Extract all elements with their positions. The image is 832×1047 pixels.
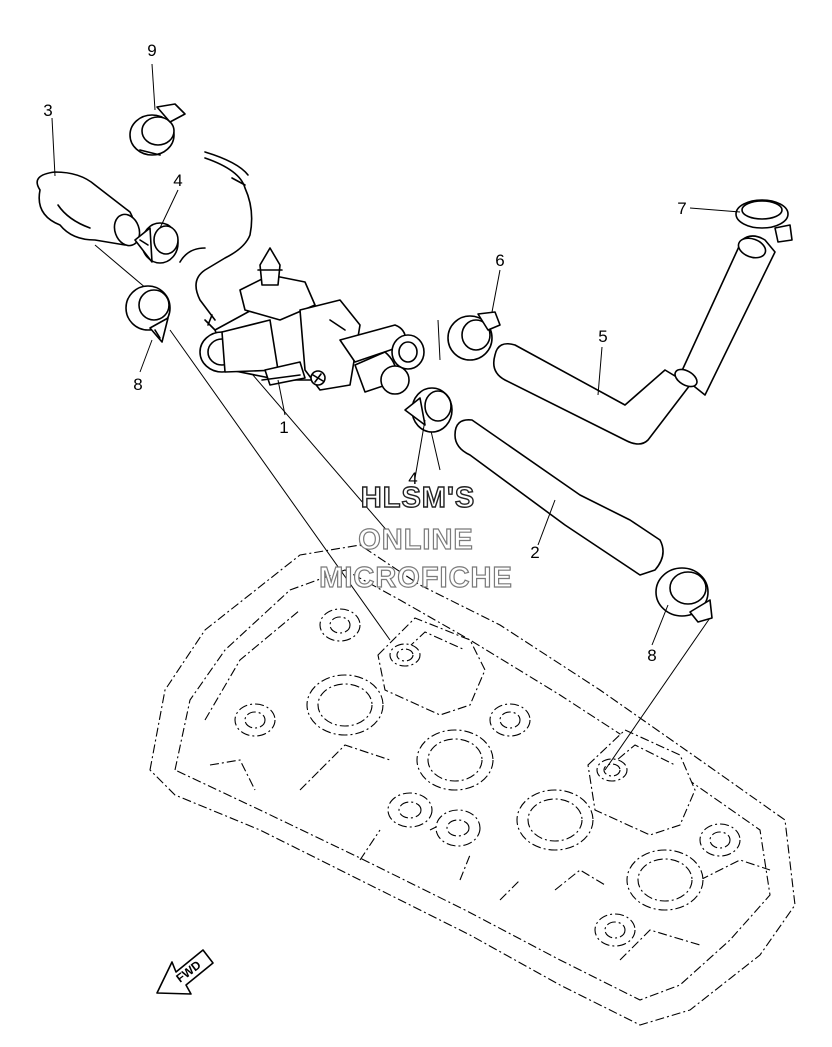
- callout-7: 7: [677, 199, 686, 218]
- callout-8-right: 8: [647, 646, 656, 665]
- clamp-8-right: [655, 567, 713, 623]
- reed-valve-assembly-1: [199, 247, 425, 395]
- clamp-7: [735, 199, 793, 243]
- watermark-line-2: ONLINE: [358, 524, 474, 556]
- clamp-6: [447, 311, 501, 361]
- watermark: HLSM'S ONLINE MICROFICHE: [319, 481, 513, 594]
- callout-5: 5: [598, 327, 607, 346]
- callout-9: 9: [147, 41, 156, 60]
- callout-4-lower: 4: [408, 469, 417, 488]
- callout-1: 1: [279, 418, 288, 437]
- clamp-4-upper: [134, 222, 179, 264]
- clamp-9: [129, 103, 186, 156]
- callout-3: 3: [43, 101, 52, 120]
- hose-3: [36, 171, 141, 247]
- vacuum-line: [179, 151, 253, 321]
- callout-8-left: 8: [133, 375, 142, 394]
- callout-6: 6: [495, 251, 504, 270]
- reference-lines: [94, 244, 713, 771]
- cylinder-head-cover: [149, 544, 796, 1026]
- hose-2: [454, 418, 664, 576]
- callouts: 9 3 4 8 1 4 6 7 5 2 8: [43, 41, 686, 665]
- callout-4-upper: 4: [173, 171, 182, 190]
- watermark-line-1: HLSM'S: [361, 482, 475, 514]
- clamp-8-left: [125, 285, 171, 343]
- watermark-line-3: MICROFICHE: [319, 562, 513, 594]
- forward-arrow: FWD: [156, 949, 214, 995]
- clamp-4-lower: [404, 387, 453, 433]
- hose-5: [492, 235, 776, 445]
- callout-2: 2: [530, 543, 539, 562]
- callout-leaders: [51, 63, 741, 646]
